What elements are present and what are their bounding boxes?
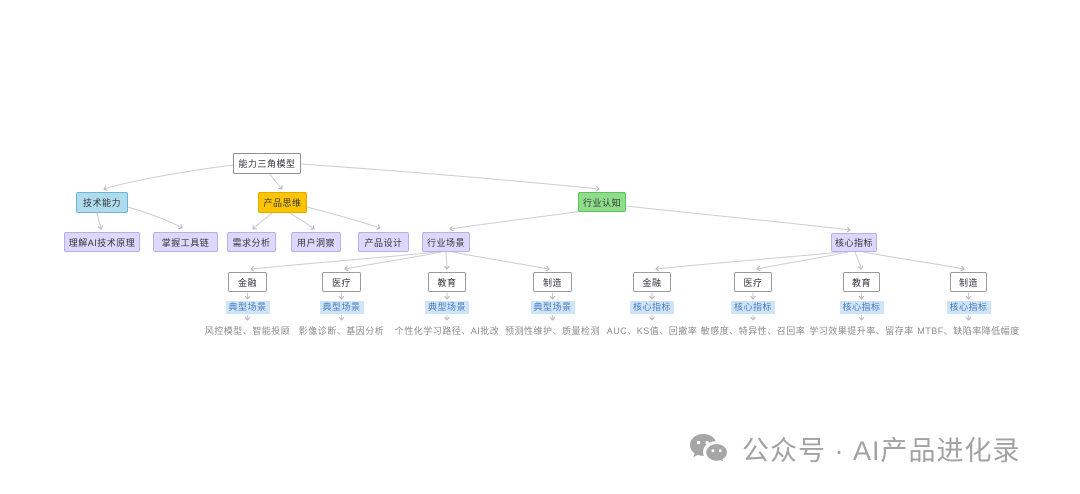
core-metric-link-manufacturing[interactable]: 核心指标 <box>946 301 991 314</box>
scenario-desc-education: 个性化学习路径、AI批改 <box>394 326 500 336</box>
typical-scenario-link-manufacturing[interactable]: 典型场景 <box>530 301 575 314</box>
node-requirement-analysis[interactable]: 需求分析 <box>227 232 276 252</box>
typical-scenario-link-education[interactable]: 典型场景 <box>424 301 470 314</box>
metric-desc-finance: AUC、KS值、回撤率 <box>606 326 698 336</box>
node-master-toolchain[interactable]: 掌握工具链 <box>153 232 218 252</box>
scenario-desc-manufacturing: 预测性维护、质量检测 <box>504 326 601 336</box>
scenario-desc-healthcare: 影像诊断、基因分析 <box>298 326 385 336</box>
node-core-metrics[interactable]: 核心指标 <box>831 233 877 252</box>
node-industry-insight[interactable]: 行业认知 <box>578 192 626 212</box>
node-industry-scenarios[interactable]: 行业场景 <box>422 232 470 252</box>
scenario-desc-finance: 风控模型、智能投顾 <box>204 326 291 336</box>
node-manufacturing-metric[interactable]: 制造 <box>950 272 987 292</box>
metric-desc-manufacturing: MTBF、缺陷率降低幅度 <box>917 326 1020 336</box>
node-healthcare-metric[interactable]: 医疗 <box>734 272 772 292</box>
watermark: 公众号 · AI产品进化录 <box>688 431 1021 471</box>
metric-desc-education: 学习效果提升率、留存率 <box>809 326 914 336</box>
node-finance-scenario[interactable]: 金融 <box>228 272 267 292</box>
core-metric-link-healthcare[interactable]: 核心指标 <box>730 301 776 314</box>
wechat-icon <box>690 434 729 465</box>
node-root-capability-triangle[interactable]: 能力三角模型 <box>233 153 301 174</box>
watermark-text: 公众号 · AI产品进化录 <box>742 436 1021 466</box>
node-education-metric[interactable]: 教育 <box>843 272 880 292</box>
node-healthcare-scenario[interactable]: 医疗 <box>322 272 361 292</box>
node-manufacturing-scenario[interactable]: 制造 <box>533 272 572 292</box>
node-tech-ability[interactable]: 技术能力 <box>76 192 128 213</box>
node-finance-metric[interactable]: 金融 <box>633 272 671 292</box>
node-product-thinking[interactable]: 产品思维 <box>258 192 307 213</box>
node-user-insight[interactable]: 用户洞察 <box>291 232 341 252</box>
typical-scenario-link-finance[interactable]: 典型场景 <box>225 301 270 314</box>
node-product-design[interactable]: 产品设计 <box>358 232 409 252</box>
node-education-scenario[interactable]: 教育 <box>428 272 466 292</box>
core-metric-link-education[interactable]: 核心指标 <box>839 301 884 314</box>
core-metric-link-finance[interactable]: 核心指标 <box>629 301 675 314</box>
node-understand-ai-principles[interactable]: 理解AI技术原理 <box>64 232 140 252</box>
typical-scenario-link-healthcare[interactable]: 典型场景 <box>319 301 364 314</box>
metric-desc-healthcare: 敏感度、特异性、召回率 <box>700 326 806 336</box>
